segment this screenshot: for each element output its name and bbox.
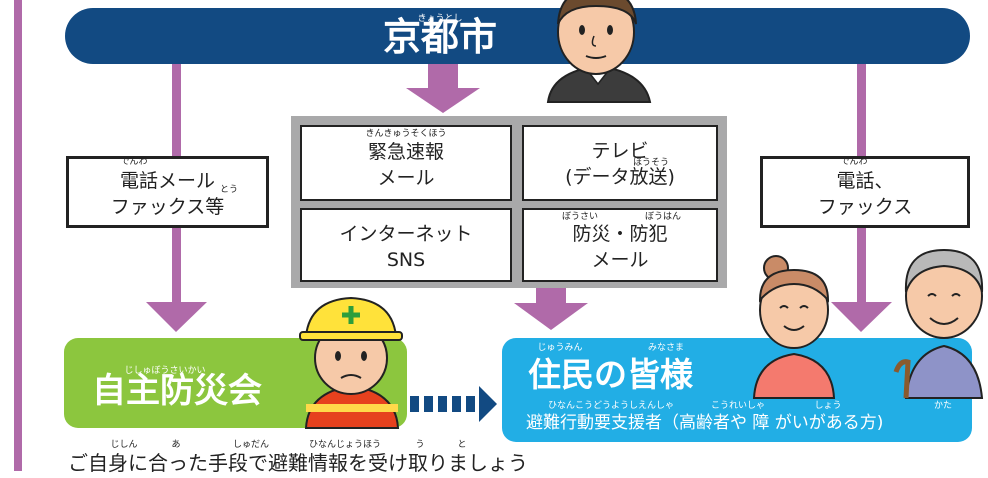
footer-ruby2: あ [171, 440, 181, 450]
internet-line1: インターネット [339, 223, 473, 245]
right-connector-line-lower [857, 226, 866, 302]
center-top-arrow-head [406, 88, 480, 113]
phone-mail-fax-box: 電話メール ファックス等 [66, 156, 269, 228]
tv-line1: テレビ [591, 140, 649, 162]
disaster-ruby: ぼうさい [561, 212, 598, 222]
disaster-mail-line1: 防災・防犯 [572, 223, 668, 245]
internet-sns-box: インターネット SNS [300, 208, 512, 282]
emergency-mail-ruby: きんきゅうそくほう [365, 129, 447, 139]
left-connector-line-lower [172, 226, 181, 302]
center-bottom-arrow-shaft [536, 288, 566, 304]
left-box-line1: 電話メール [119, 170, 215, 192]
center-top-arrow-shaft [428, 64, 458, 90]
right-connector-line [857, 64, 866, 158]
right-box-line2: ファックス [817, 196, 913, 218]
right-down-arrow [831, 302, 892, 332]
disaster-mail-line2: メール [591, 249, 649, 271]
cyan-sub-ruby2: こうれいしゃ [710, 401, 765, 411]
center-bottom-arrow-head [514, 303, 588, 330]
cyan-sub-ruby4: かた [933, 401, 952, 411]
left-connector-line [172, 64, 181, 158]
emergency-mail-line1: 緊急速報 [367, 141, 444, 163]
left-box-ruby1: でんわ [120, 157, 148, 167]
crime-ruby: ぼうはん [644, 212, 681, 222]
left-down-arrow [146, 302, 207, 332]
disaster-crime-mail-box: 防災・防犯 メール [522, 208, 718, 282]
cyan-box-subtitle: 避難行動要支援者（高齢者や 障 がいがある方) [526, 413, 884, 433]
tv-line2: (データ放送) [565, 166, 675, 188]
green-box-title: 自主防災会 [92, 371, 262, 411]
kyoto-city-banner [65, 8, 970, 64]
left-box-line2: ファックス等 [110, 196, 225, 218]
tv-ruby: ほうそう [632, 158, 669, 168]
emergency-mail-box: 緊急速報 メール [300, 125, 512, 201]
cyan-sub-ruby1: ひなんこうどうようしえんしゃ [548, 401, 675, 411]
footer-message: ご自身に合った手段で避難情報を受け取りましょう [68, 451, 528, 475]
banner-title: 京都市 [382, 15, 497, 59]
green-box-ruby: じしゅぼうさいかい [124, 366, 206, 376]
internet-line2: SNS [386, 249, 426, 271]
right-box-ruby: でんわ [840, 157, 868, 167]
footer-ruby5: う [415, 440, 425, 450]
footer-ruby1: じしん [110, 440, 138, 450]
residents-box [502, 338, 972, 442]
footer-ruby4: ひなんじょうほう [308, 440, 381, 450]
cyan-box-title: 住民の皆様 [528, 355, 693, 394]
emergency-mail-line2: メール [377, 167, 435, 189]
banner-ruby: きょうとし [417, 14, 463, 24]
left-box-ruby2: とう [219, 185, 238, 195]
right-box-line1: 電話、 [836, 170, 894, 192]
cyan-sub-ruby3: しょう [814, 401, 842, 411]
phone-fax-box: 電話、 ファックス [760, 156, 970, 228]
tv-data-broadcast-box: テレビ (データ放送) [522, 125, 718, 201]
everyone-ruby: みなさま [647, 343, 684, 353]
residents-ruby: じゅうみん [537, 343, 583, 353]
left-frame-bar [14, 0, 22, 471]
footer-ruby3: しゅだん [232, 440, 269, 450]
footer-ruby6: と [457, 440, 467, 450]
